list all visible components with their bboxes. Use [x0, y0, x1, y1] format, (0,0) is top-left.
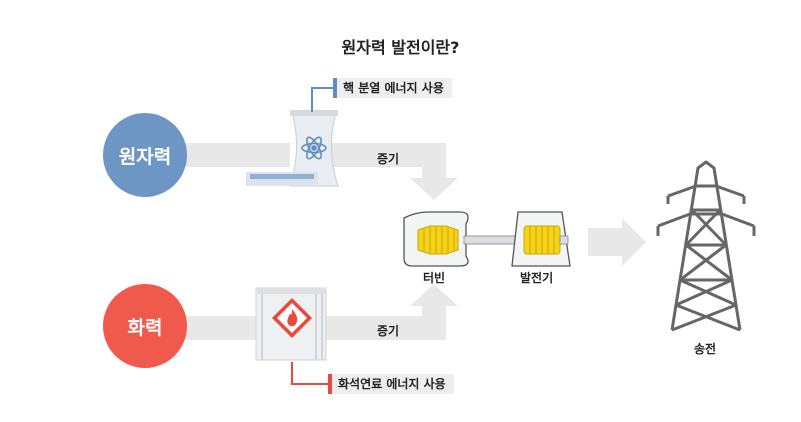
steam-label-top: 증기 [377, 152, 400, 166]
fossil-energy-tag: 화석연료 에너지 사용 [328, 374, 454, 394]
thermal-plant-icon [255, 287, 330, 385]
turbine-label: 터빈 [423, 271, 446, 285]
nuclear-energy-tag: 핵 분열 에너지 사용 [333, 78, 452, 98]
page-title: 원자력 발전이란? [341, 38, 460, 57]
transmission-tower-icon [656, 160, 756, 332]
generator-label: 발전기 [520, 271, 554, 285]
nuclear-circle: 원자력 [103, 113, 187, 197]
flame-hazard-icon [272, 298, 312, 338]
arrow-down-nuclear [410, 143, 458, 200]
turbine-icon [403, 211, 469, 267]
thermal-circle: 화력 [103, 284, 187, 368]
arrow-up-thermal [410, 284, 458, 340]
steam-label-bottom: 증기 [377, 324, 400, 338]
generator-icon [511, 211, 571, 267]
arrow-right-transmission [588, 218, 646, 266]
pipe-nuclear-to-plant [175, 143, 290, 167]
pipe-thermal-to-plant [175, 316, 265, 340]
transmission-label: 송전 [694, 342, 717, 356]
nuclear-plant-icon [246, 87, 339, 187]
atom-icon [301, 136, 327, 160]
